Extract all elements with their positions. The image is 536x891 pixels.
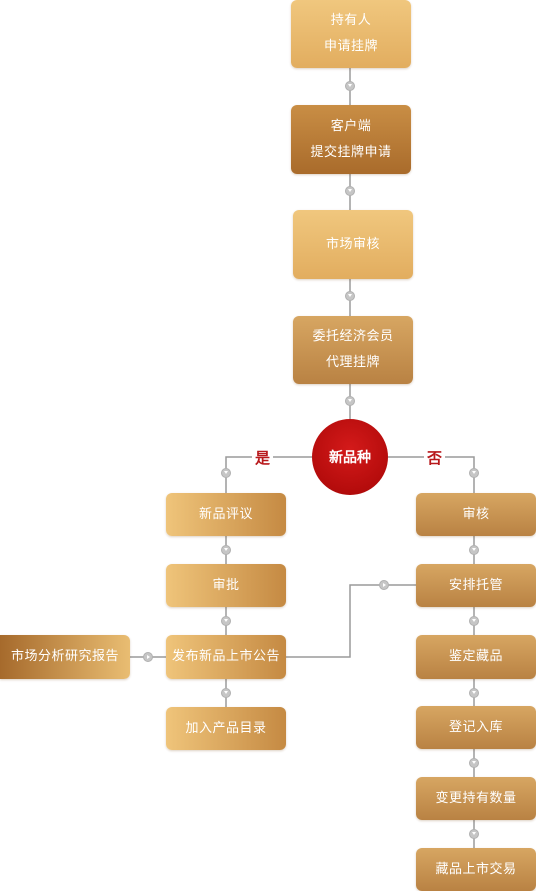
node-client-submit: 客户端 提交挂牌申请 <box>291 105 411 174</box>
node-line: 市场审核 <box>325 236 380 252</box>
node-yes-0: 新品评议 <box>166 493 286 536</box>
arrow-down-icon <box>469 758 479 768</box>
node-market-report: 市场分析研究报告 <box>0 635 130 679</box>
arrow-down-icon <box>345 396 355 406</box>
arrow-down-icon <box>221 688 231 698</box>
decision-new-variety: 新品种 <box>312 419 388 495</box>
node-line: 客户端 <box>330 118 372 134</box>
node-line: 安排托管 <box>448 577 503 593</box>
node-line: 加入产品目录 <box>185 720 267 736</box>
node-market-review: 市场审核 <box>293 210 413 279</box>
arrow-down-icon <box>345 81 355 91</box>
node-line: 新品评议 <box>198 506 253 522</box>
arrow-down-icon <box>469 688 479 698</box>
node-no-2: 鉴定藏品 <box>416 635 536 679</box>
node-line: 委托经济会员 <box>312 329 394 344</box>
node-no-3: 登记入库 <box>416 706 536 749</box>
decision-label: 新品种 <box>329 450 371 466</box>
arrow-down-icon <box>469 616 479 626</box>
arrow-right-icon <box>143 652 153 662</box>
arrow-down-icon <box>345 186 355 196</box>
node-line: 代理挂牌 <box>325 355 380 370</box>
node-line: 登记入库 <box>448 719 503 735</box>
branch-yes-label: 是 <box>252 447 274 468</box>
node-member-agent: 委托经济会员 代理挂牌 <box>293 316 413 384</box>
node-no-5: 藏品上市交易 <box>416 848 536 891</box>
node-line: 市场分析研究报告 <box>10 649 119 664</box>
node-line: 持有人 <box>330 13 372 28</box>
arrow-right-icon <box>379 580 389 590</box>
arrow-down-icon <box>345 291 355 301</box>
node-yes-2: 发布新品上市公告 <box>166 635 286 679</box>
node-holder-apply: 持有人 申请挂牌 <box>291 0 411 68</box>
node-line: 审核 <box>462 506 490 522</box>
node-no-1: 安排托管 <box>416 564 536 607</box>
arrow-down-icon <box>221 545 231 555</box>
arrow-down-icon <box>469 545 479 555</box>
node-line: 鉴定藏品 <box>448 649 503 664</box>
node-no-4: 变更持有数量 <box>416 777 536 820</box>
arrow-down-icon <box>469 829 479 839</box>
node-line: 发布新品上市公告 <box>171 649 280 664</box>
node-line: 变更持有数量 <box>435 790 517 806</box>
node-yes-3: 加入产品目录 <box>166 707 286 750</box>
node-line: 审批 <box>212 577 240 593</box>
branch-no-label: 否 <box>424 447 446 468</box>
node-yes-1: 审批 <box>166 564 286 607</box>
node-no-0: 审核 <box>416 493 536 536</box>
node-line: 申请挂牌 <box>323 39 378 54</box>
arrow-down-icon <box>469 468 479 478</box>
node-line: 藏品上市交易 <box>435 861 517 877</box>
node-line: 提交挂牌申请 <box>310 144 392 160</box>
arrow-down-icon <box>221 468 231 478</box>
arrow-down-icon <box>221 616 231 626</box>
